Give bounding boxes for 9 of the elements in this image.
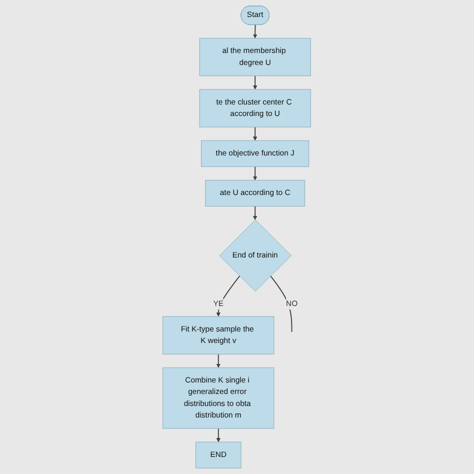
arrow bbox=[253, 206, 258, 220]
arrow bbox=[253, 75, 258, 90]
arrow bbox=[216, 354, 221, 368]
arrow bbox=[253, 126, 258, 141]
arrow bbox=[253, 166, 258, 180]
arrow bbox=[216, 275, 240, 317]
arrow bbox=[216, 428, 221, 442]
connector bbox=[270, 275, 293, 332]
arrow bbox=[253, 24, 258, 38]
